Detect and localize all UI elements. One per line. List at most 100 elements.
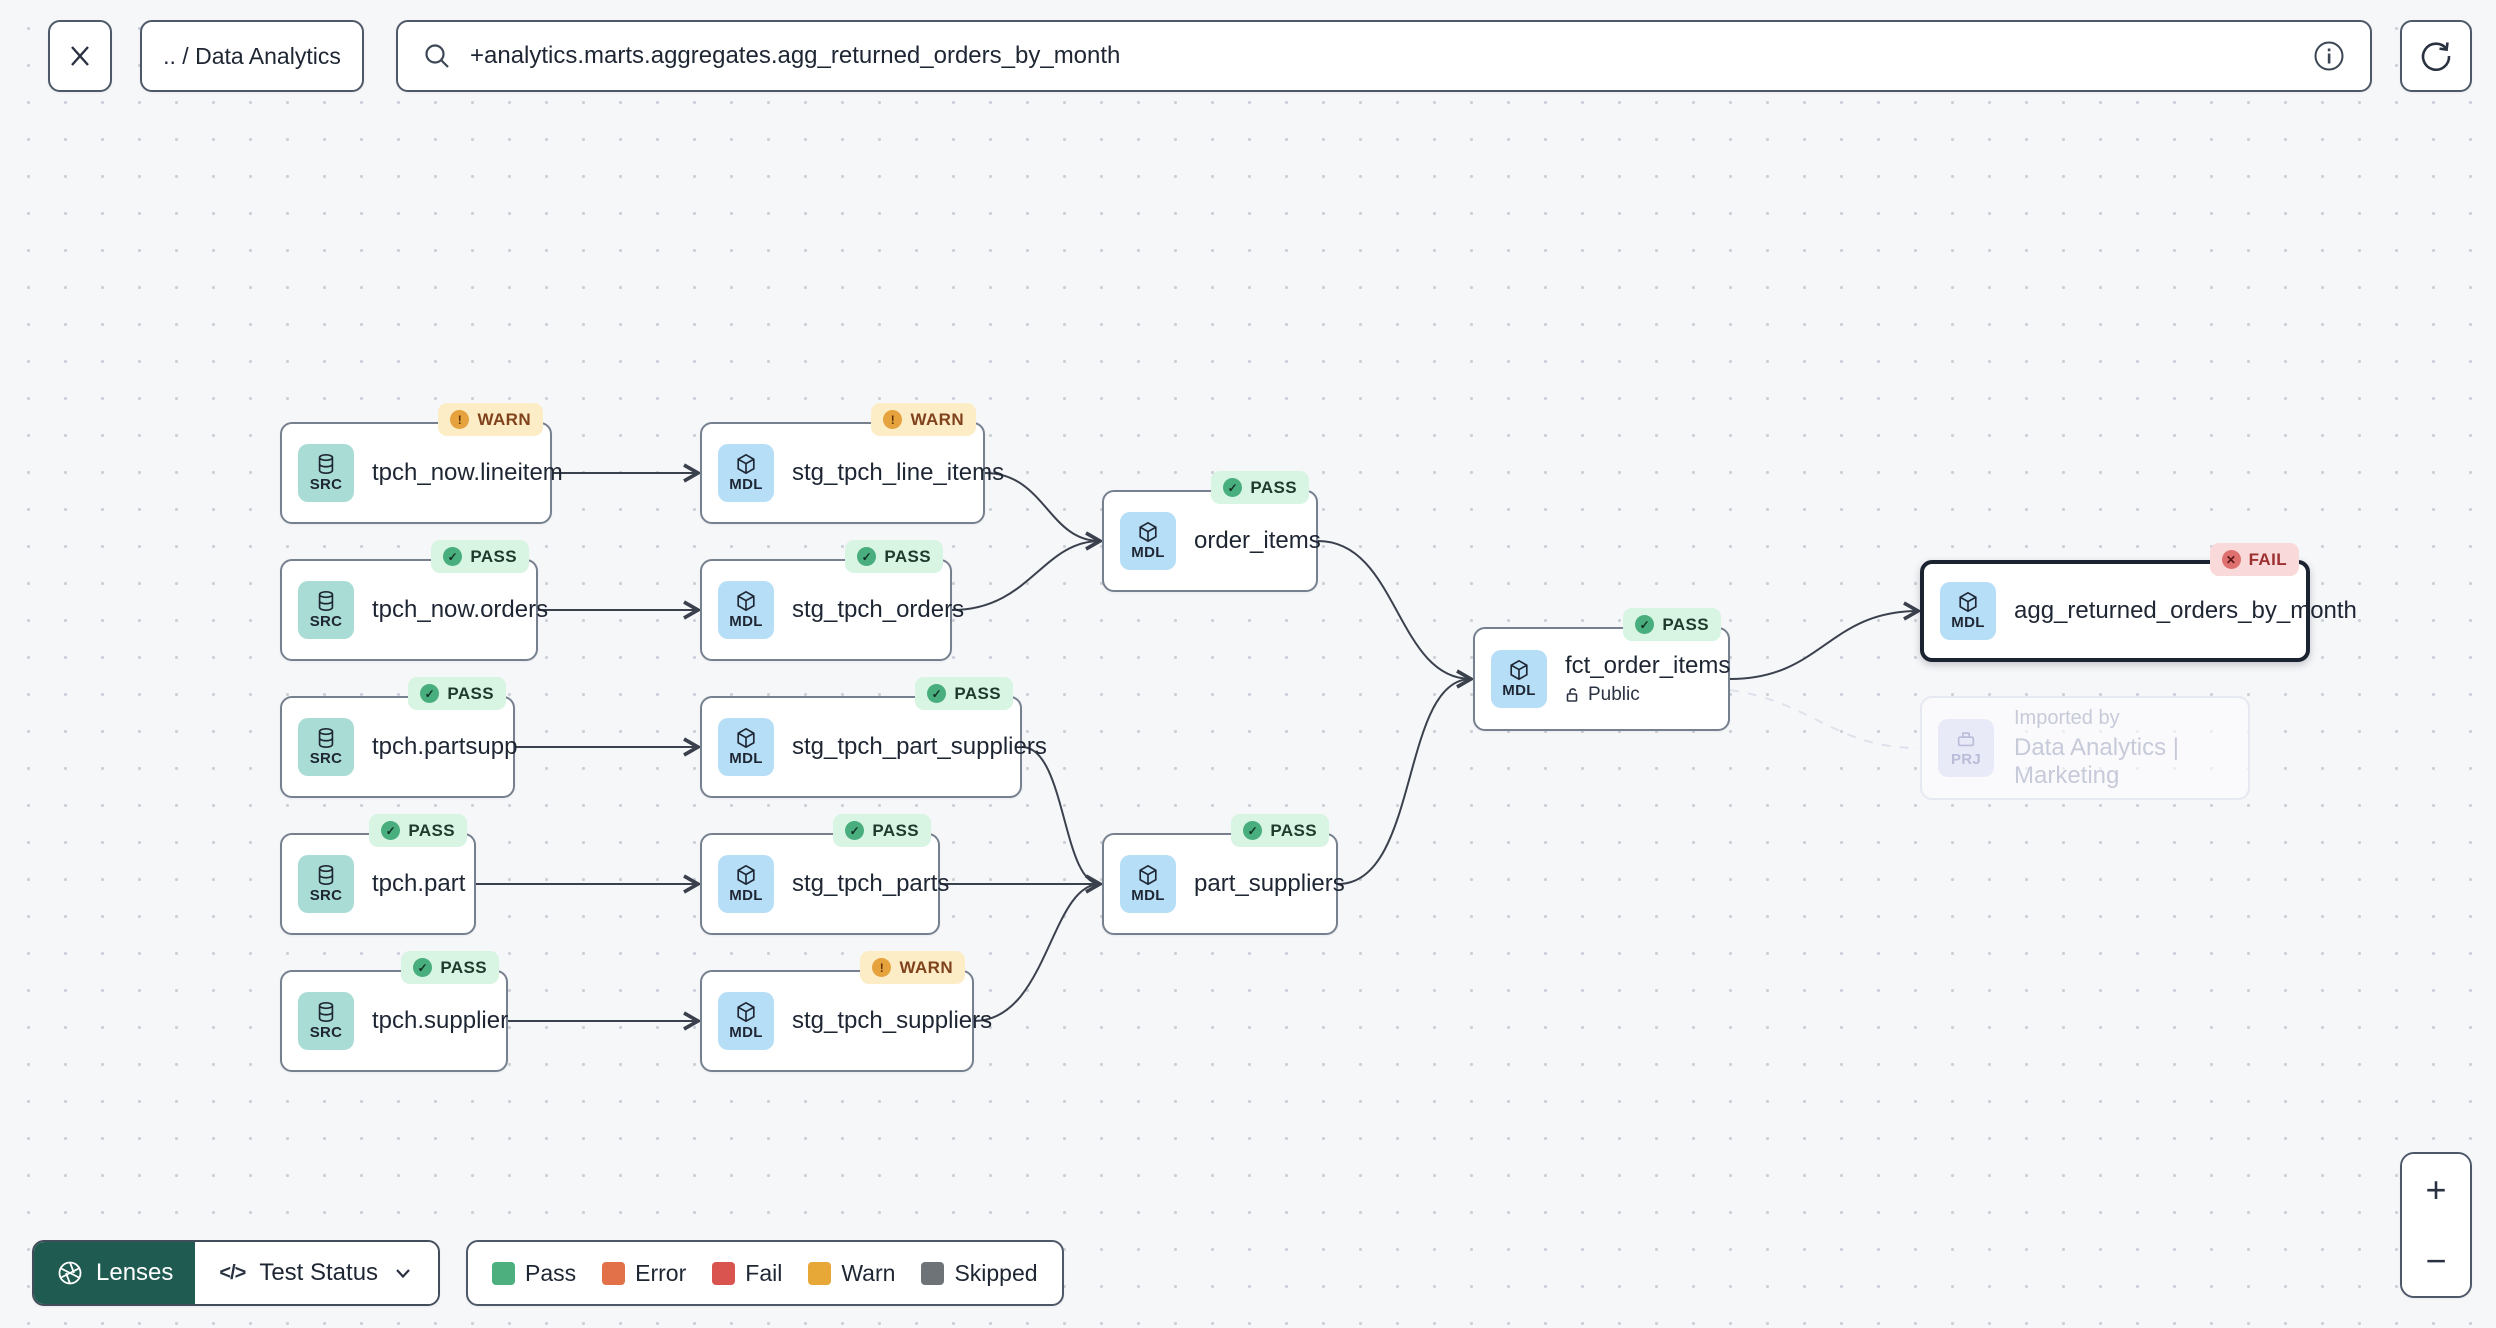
model-type-chip: MDL	[718, 992, 774, 1050]
check-icon: ✓	[927, 684, 947, 703]
graph-node-stg-tpch-parts[interactable]: ✓PASS MDL stg_tpch_parts	[700, 814, 949, 935]
breadcrumb[interactable]: .. / Data Analytics	[140, 20, 364, 92]
node-label: stg_tpch_orders	[792, 596, 965, 623]
node-label: tpch_now.lineitem	[372, 459, 563, 486]
node-label: stg_tpch_suppliers	[792, 1007, 993, 1034]
legend-swatch-fail	[712, 1261, 736, 1285]
source-type-chip: SRC	[298, 718, 354, 776]
node-label: tpch.part	[372, 870, 466, 897]
zoom-out-button[interactable]: −	[2402, 1225, 2470, 1296]
lens-selected-label: Test Status	[259, 1259, 379, 1286]
legend-swatch-error	[602, 1261, 626, 1285]
graph-node-tpch-part[interactable]: ✓PASS SRC tpch.part	[280, 814, 476, 935]
refresh-button[interactable]	[2400, 20, 2472, 92]
check-icon: ✓	[1243, 821, 1263, 840]
graph-node-imported-by[interactable]: PRJ Imported by Data Analytics | Marketi…	[1920, 696, 2250, 800]
chevron-down-icon	[396, 1269, 410, 1279]
check-icon: ✓	[443, 547, 463, 566]
node-label: stg_tpch_line_items	[792, 459, 1005, 486]
node-label: tpch_now.orders	[372, 596, 549, 623]
warn-icon: !	[872, 958, 892, 977]
graph-node-stg-tpch-orders[interactable]: ✓PASS MDL stg_tpch_orders	[700, 540, 964, 661]
node-label: order_items	[1194, 527, 1321, 554]
legend-swatch-pass	[492, 1261, 515, 1285]
graph-node-part-suppliers[interactable]: ✓PASS MDL part_suppliers	[1102, 814, 1345, 935]
database-icon	[318, 591, 334, 611]
status-badge: ✕FAIL	[2209, 543, 2299, 576]
node-label: stg_tpch_parts	[792, 870, 950, 897]
search-input[interactable]	[470, 42, 2294, 70]
source-type-chip: SRC	[298, 855, 354, 913]
graph-node-agg-returned-orders-by-month[interactable]: ✕FAIL MDL agg_returned_orders_by_month	[1920, 543, 2357, 662]
cube-icon	[737, 1001, 755, 1023]
graph-node-tpch-now-lineitem[interactable]: !WARN SRC tpch_now.lineitem	[280, 403, 563, 524]
search-icon	[425, 44, 449, 68]
search-bar[interactable]	[396, 20, 2372, 92]
status-badge: ✓PASS	[1623, 608, 1721, 641]
check-icon: ✓	[845, 821, 865, 840]
graph-node-tpch-partsupp[interactable]: ✓PASS SRC tpch.partsupp	[280, 677, 517, 798]
graph-node-stg-tpch-suppliers[interactable]: !WARN MDL stg_tpch_suppliers	[700, 951, 992, 1072]
status-badge: ✓PASS	[431, 540, 529, 573]
node-label: fct_order_items	[1565, 652, 1731, 679]
database-icon	[318, 728, 334, 748]
model-type-chip: MDL	[1120, 855, 1176, 913]
lens-selector[interactable]: </> Test Status	[195, 1242, 439, 1304]
legend-swatch-skipped	[921, 1261, 945, 1285]
status-badge: ✓PASS	[845, 540, 943, 573]
status-badge: ✓PASS	[1211, 471, 1309, 504]
status-badge: ✓PASS	[1231, 814, 1329, 847]
info-icon[interactable]	[2312, 39, 2346, 73]
access-label: Public	[1565, 684, 1730, 706]
aperture-icon	[58, 1261, 82, 1285]
cube-icon	[1510, 659, 1528, 681]
node-label: stg_tpch_part_suppliers	[792, 733, 1047, 760]
legend-item-pass: Pass	[492, 1260, 576, 1287]
lens-control: Lenses </> Test Status	[32, 1240, 441, 1306]
graph-node-stg-tpch-part-suppliers[interactable]: ✓PASS MDL stg_tpch_part_suppliers	[700, 677, 1047, 798]
unlock-icon	[1566, 688, 1578, 702]
cube-icon	[737, 864, 755, 886]
cube-icon	[1959, 591, 1977, 613]
cube-icon	[737, 727, 755, 749]
imported-by-project: Data Analytics | Marketing	[2014, 733, 2179, 789]
status-badge: ✓PASS	[408, 677, 506, 710]
status-badge: ✓PASS	[369, 814, 467, 847]
zoom-controls: + −	[2400, 1152, 2472, 1298]
graph-node-tpch-supplier[interactable]: ✓PASS SRC tpch.supplier	[280, 951, 508, 1072]
lenses-button[interactable]: Lenses	[34, 1242, 196, 1304]
close-icon	[71, 46, 89, 66]
status-badge: !WARN	[438, 403, 543, 436]
model-type-chip: MDL	[1120, 512, 1176, 570]
graph-node-stg-tpch-line-items[interactable]: !WARN MDL stg_tpch_line_items	[700, 403, 1004, 524]
close-button[interactable]	[48, 20, 112, 92]
model-type-chip: MDL	[718, 581, 774, 639]
lenses-label: Lenses	[96, 1259, 174, 1286]
briefcase-icon	[1957, 732, 1975, 747]
zoom-in-button[interactable]: +	[2402, 1154, 2470, 1225]
database-icon	[318, 865, 334, 885]
legend-swatch-warn	[808, 1261, 832, 1285]
source-type-chip: SRC	[298, 992, 354, 1050]
project-type-chip: PRJ	[1938, 719, 1994, 777]
source-type-chip: SRC	[298, 581, 354, 639]
imported-by-title: Imported by	[2014, 706, 2120, 729]
database-icon	[318, 454, 334, 474]
graph-node-fct-order-items[interactable]: ✓PASS MDL fct_order_items Public	[1473, 608, 1731, 731]
legend-item-fail: Fail	[712, 1260, 782, 1287]
refresh-icon	[2421, 42, 2451, 71]
cube-icon	[1139, 864, 1157, 886]
model-type-chip: MDL	[718, 718, 774, 776]
warn-icon: !	[883, 410, 903, 429]
graph-node-order-items[interactable]: ✓PASS MDL order_items	[1102, 471, 1321, 592]
cube-icon	[737, 453, 755, 475]
cube-icon	[737, 590, 755, 612]
cube-icon	[1139, 521, 1157, 543]
database-icon	[318, 1002, 334, 1022]
check-icon: ✓	[1223, 478, 1243, 497]
status-badge: ✓PASS	[915, 677, 1013, 710]
check-icon: ✓	[413, 958, 433, 977]
legend-item-error: Error	[602, 1260, 686, 1287]
graph-node-tpch-now-orders[interactable]: ✓PASS SRC tpch_now.orders	[280, 540, 548, 661]
